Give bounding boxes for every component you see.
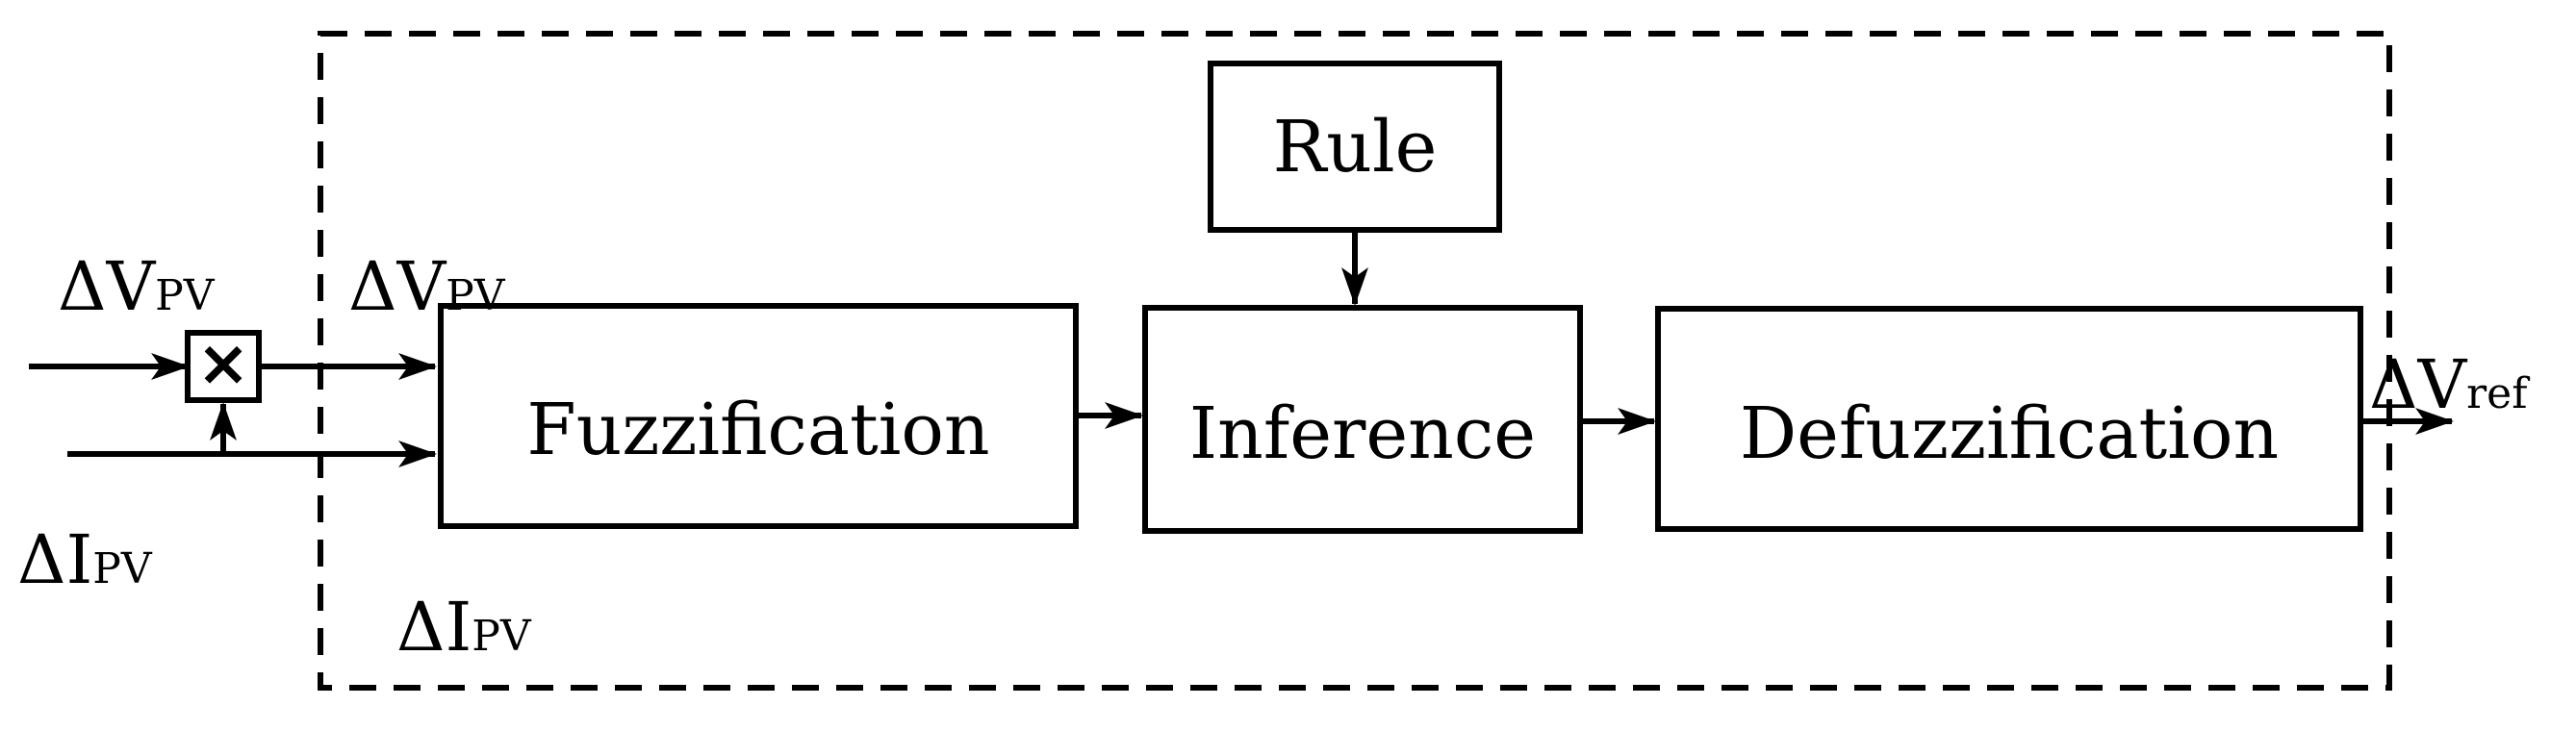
fuzzification-label: Fuzzification — [526, 389, 989, 471]
fuzzification-block: Fuzzification — [438, 303, 1079, 529]
input-delta-i-label: ΔIPV — [17, 520, 153, 599]
multiplier-block: × — [185, 326, 262, 403]
inference-label: Inference — [1189, 392, 1536, 475]
input-delta-v-label: ΔVPV — [58, 247, 216, 326]
rule-label: Rule — [1273, 106, 1438, 189]
controller-boundary — [318, 31, 2392, 691]
multiplier-symbol: × — [196, 326, 249, 400]
inner-delta-i-label: ΔIPV — [396, 588, 532, 667]
defuzzification-label: Defuzzification — [1740, 392, 2279, 475]
inner-delta-v-label: ΔVPV — [348, 247, 506, 326]
output-delta-v-ref-label: ΔVref — [2369, 345, 2530, 424]
inference-block: Inference — [1142, 305, 1583, 534]
defuzzification-block: Defuzzification — [1655, 306, 2363, 532]
rule-block: Rule — [1208, 61, 1502, 233]
